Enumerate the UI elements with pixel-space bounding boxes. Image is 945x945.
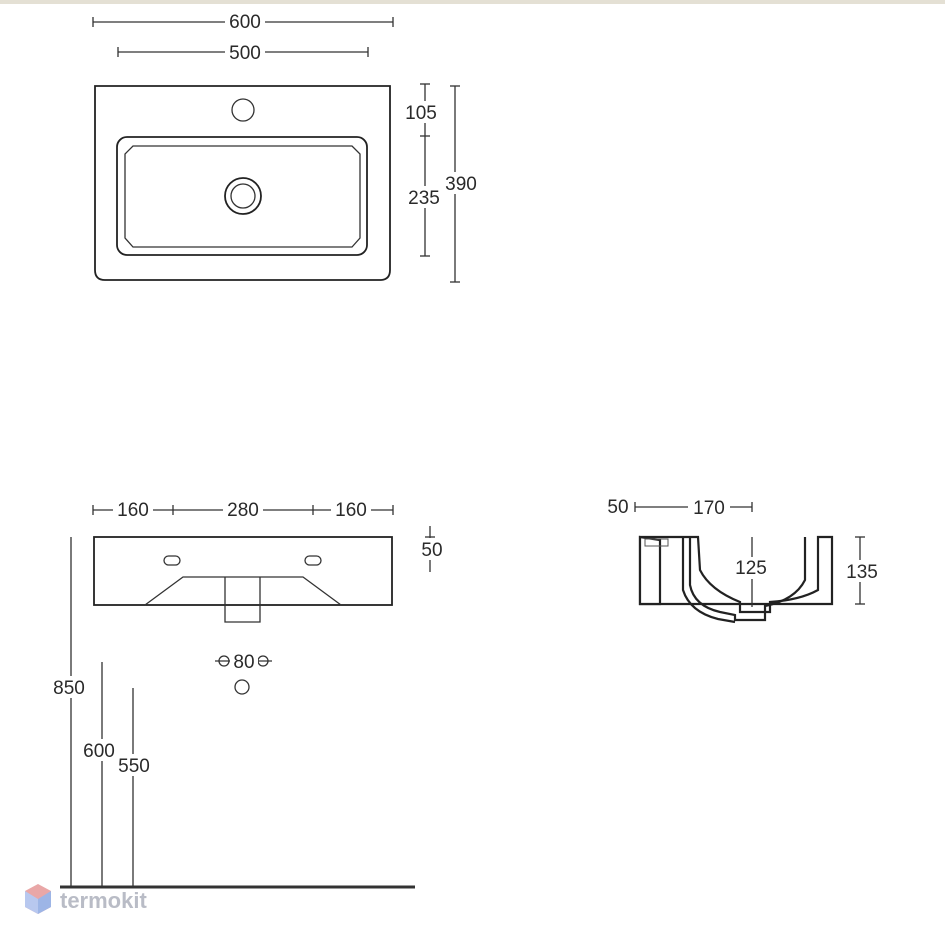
- label-bg: [405, 186, 443, 208]
- side-view: 50 170 125 135: [603, 495, 882, 624]
- label-bg: [603, 495, 633, 517]
- label-bg: [688, 497, 730, 519]
- top-view: 600 500 105 235 390: [92, 10, 482, 283]
- basin-outline-top: [94, 85, 391, 281]
- label-bg: [402, 101, 442, 123]
- dim-label-height-550: 550: [118, 756, 150, 777]
- dim-label-width-overall: 600: [229, 12, 261, 33]
- bowl-curve-side: [688, 537, 807, 622]
- pipe-connector-left: [218, 655, 230, 667]
- dim-label-depth-tap: 105: [405, 103, 437, 124]
- front-view: 160 280 160 50 80 850 600: [48, 498, 448, 889]
- label-bg: [225, 10, 265, 32]
- basin-profile-side: [638, 535, 834, 614]
- dim-label-height-top: 50: [421, 540, 442, 561]
- overflow-slot-left: [163, 555, 181, 566]
- waste-outlet: [234, 679, 250, 695]
- label-bg: [730, 557, 772, 579]
- label-bg: [842, 560, 882, 582]
- bowl-inner: [124, 145, 361, 248]
- label-bg: [225, 40, 265, 62]
- label-bg: [418, 538, 448, 560]
- dim-label-rim-offset: 50: [607, 497, 628, 518]
- label-bg: [113, 498, 153, 520]
- basin-body-front: [93, 536, 393, 606]
- overflow-pipe: [681, 537, 736, 624]
- label-bg: [230, 650, 258, 672]
- dim-label-right-segment: 160: [335, 500, 367, 521]
- dim-label-total-height: 135: [846, 562, 878, 583]
- dim-label-height-600: 600: [83, 741, 115, 762]
- label-bg: [223, 498, 263, 520]
- dim-label-width-basin: 500: [229, 43, 261, 64]
- dim-label-height-mount: 850: [53, 678, 85, 699]
- logo-hex-facet: [38, 891, 51, 914]
- drain-stub: [224, 577, 261, 623]
- watermark: termokit: [25, 884, 147, 914]
- overflow-channel: [644, 538, 669, 547]
- dim-label-depth: 170: [693, 498, 725, 519]
- drain-outer: [224, 177, 262, 215]
- side-wall-back: [638, 535, 662, 606]
- dim-label-left-segment: 160: [117, 500, 149, 521]
- label-bg: [114, 754, 154, 776]
- overflow-slot-right: [304, 555, 322, 566]
- dim-label-center-segment: 280: [227, 500, 259, 521]
- label-bg: [331, 498, 371, 520]
- brand-text: termokit: [60, 888, 147, 913]
- dim-label-depth-overall: 390: [445, 174, 477, 195]
- dim-label-basin-depth: 125: [735, 558, 767, 579]
- label-bg: [442, 172, 482, 194]
- dim-label-pipe-spacing: 80: [233, 652, 254, 673]
- drain-inner: [230, 183, 256, 209]
- tap-hole: [231, 98, 255, 122]
- bowl-profile-front: [144, 576, 342, 606]
- label-bg: [48, 676, 92, 698]
- top-border: [0, 0, 945, 4]
- dim-label-depth-basin: 235: [408, 188, 440, 209]
- bowl-outer: [116, 136, 368, 256]
- label-bg: [79, 739, 119, 761]
- logo-hex-facet: [25, 891, 38, 914]
